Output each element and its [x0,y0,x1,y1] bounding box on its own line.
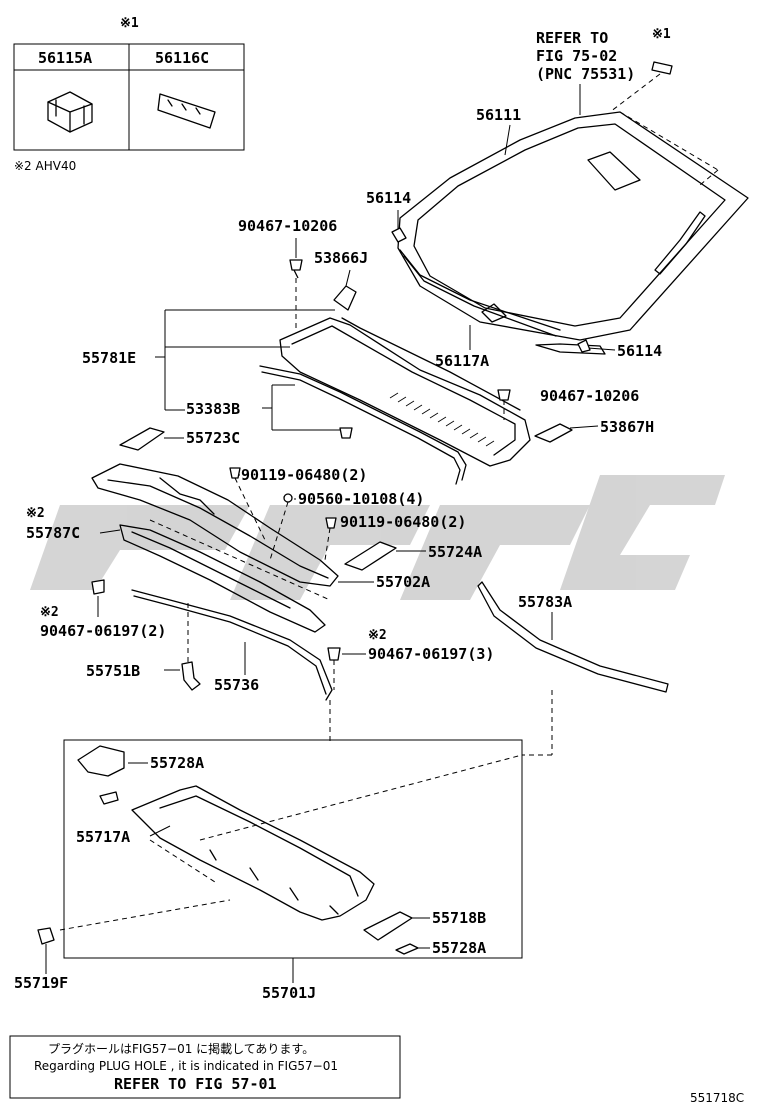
seal-53866J-image [333,285,357,311]
note-line-en: Regarding PLUG HOLE , it is indicated in… [34,1059,338,1073]
label-55783A: 55783A [518,593,572,611]
seal-55736-image [131,589,333,701]
cowl-panel-assembly-image [131,785,375,921]
label-90560-10108: 90560-10108(4) [298,490,424,508]
label-53867H: 53867H [600,418,654,436]
sub-assembly-box: 55728A 55717A 55718B 55728A [59,739,523,959]
label-55736: 55736 [214,676,259,694]
refer-marker: ※1 [652,27,671,42]
label-55728A-upper: 55728A [150,754,204,772]
label-90467-06197-3: 90467-06197(3) [368,645,494,663]
label-90467-10206-upper: 90467-10206 [238,217,337,235]
seal-53867H-image [534,423,573,443]
label-55781E: 55781E [82,349,136,367]
refer-line3: (PNC 75531) [536,65,635,83]
refer-line2: FIG 75-02 [536,47,617,65]
label-55717A: 55717A [76,828,130,846]
label-53866J: 53866J [314,249,368,267]
refer-line1: REFER TO [536,29,608,47]
bracket-55724A-image [344,541,397,571]
table-col-56115A: 56115A [38,49,92,67]
clip-90467-10206-upper-image [289,259,303,279]
refer-fig-75-02: REFER TO FIG 75-02 (PNC 75531) ※1 [536,27,673,115]
clip-56116C-image [157,93,216,129]
label-90467-06197-2: 90467-06197(2) [40,622,166,640]
marker-90467-06197-a: ※2 [40,605,59,620]
label-53383B: 53383B [186,400,240,418]
hose-55751B-image [181,661,201,691]
label-55719F: 55719F [14,974,68,992]
collar-90560-10108-image [283,493,293,503]
table-marker: ※1 [120,16,139,31]
bracket-55718B-image [363,911,413,941]
clip-90467-06197-b-image [327,647,341,661]
label-56114-top: 56114 [366,189,411,207]
label-55724A: 55724A [428,543,482,561]
clip-56115A-image [47,91,93,133]
clip-90467-06197-a-image [91,579,105,595]
note-line-jp: プラグホールはFIG57−01 に掲載してあります。 [48,1041,314,1056]
bolt-90119-06480-upper-image [229,467,241,479]
windshield-glass [397,111,749,341]
variant-table: ※1 56115A 56116C ※2 AHV40 [13,16,245,173]
table-col-56116C: 56116C [155,49,209,67]
label-56111: 56111 [476,106,521,124]
label-55751B: 55751B [86,662,140,680]
sensor-cover-image [651,61,673,75]
clip-56114-image [391,227,407,243]
table-footnote: ※2 AHV40 [14,159,76,173]
cowl-outer-panel [91,463,339,587]
marker-55787C: ※2 [26,506,45,521]
bracket-55723C-image [119,427,165,451]
seal-55783A-image [477,581,669,693]
label-55787C: 55787C [26,524,80,542]
cowl-top-panel [279,317,531,467]
watermark-logo [30,475,725,600]
note-line-refer: REFER TO FIG 57-01 [114,1075,277,1093]
label-55723C: 55723C [186,429,240,447]
label-55718B: 55718B [432,909,486,927]
clip-90467-10206-lower-image [497,389,511,401]
label-90119-06480-lower: 90119-06480(2) [340,513,466,531]
label-56117A: 56117A [435,352,489,370]
label-55702A: 55702A [376,573,430,591]
label-90119-06480-upper: 90119-06480(2) [241,466,367,484]
label-90467-10206-lower: 90467-10206 [540,387,639,405]
bracket-55728A-upper-image [77,745,125,777]
plug-hole-note: プラグホールはFIG57−01 に掲載してあります。 Regarding PLU… [9,1035,401,1099]
figure-id: 551718C [690,1091,744,1105]
marker-90467-06197-b: ※2 [368,628,387,643]
bolt-90119-06480-lower-image [325,517,337,529]
label-55701J: 55701J [262,984,316,1002]
seal-53383B-image [259,365,467,481]
clip-55719F-image [37,927,55,945]
label-55728A-lower: 55728A [432,939,486,957]
label-56114-bottom: 56114 [617,342,662,360]
cowl-inner-panel-image [119,524,326,633]
